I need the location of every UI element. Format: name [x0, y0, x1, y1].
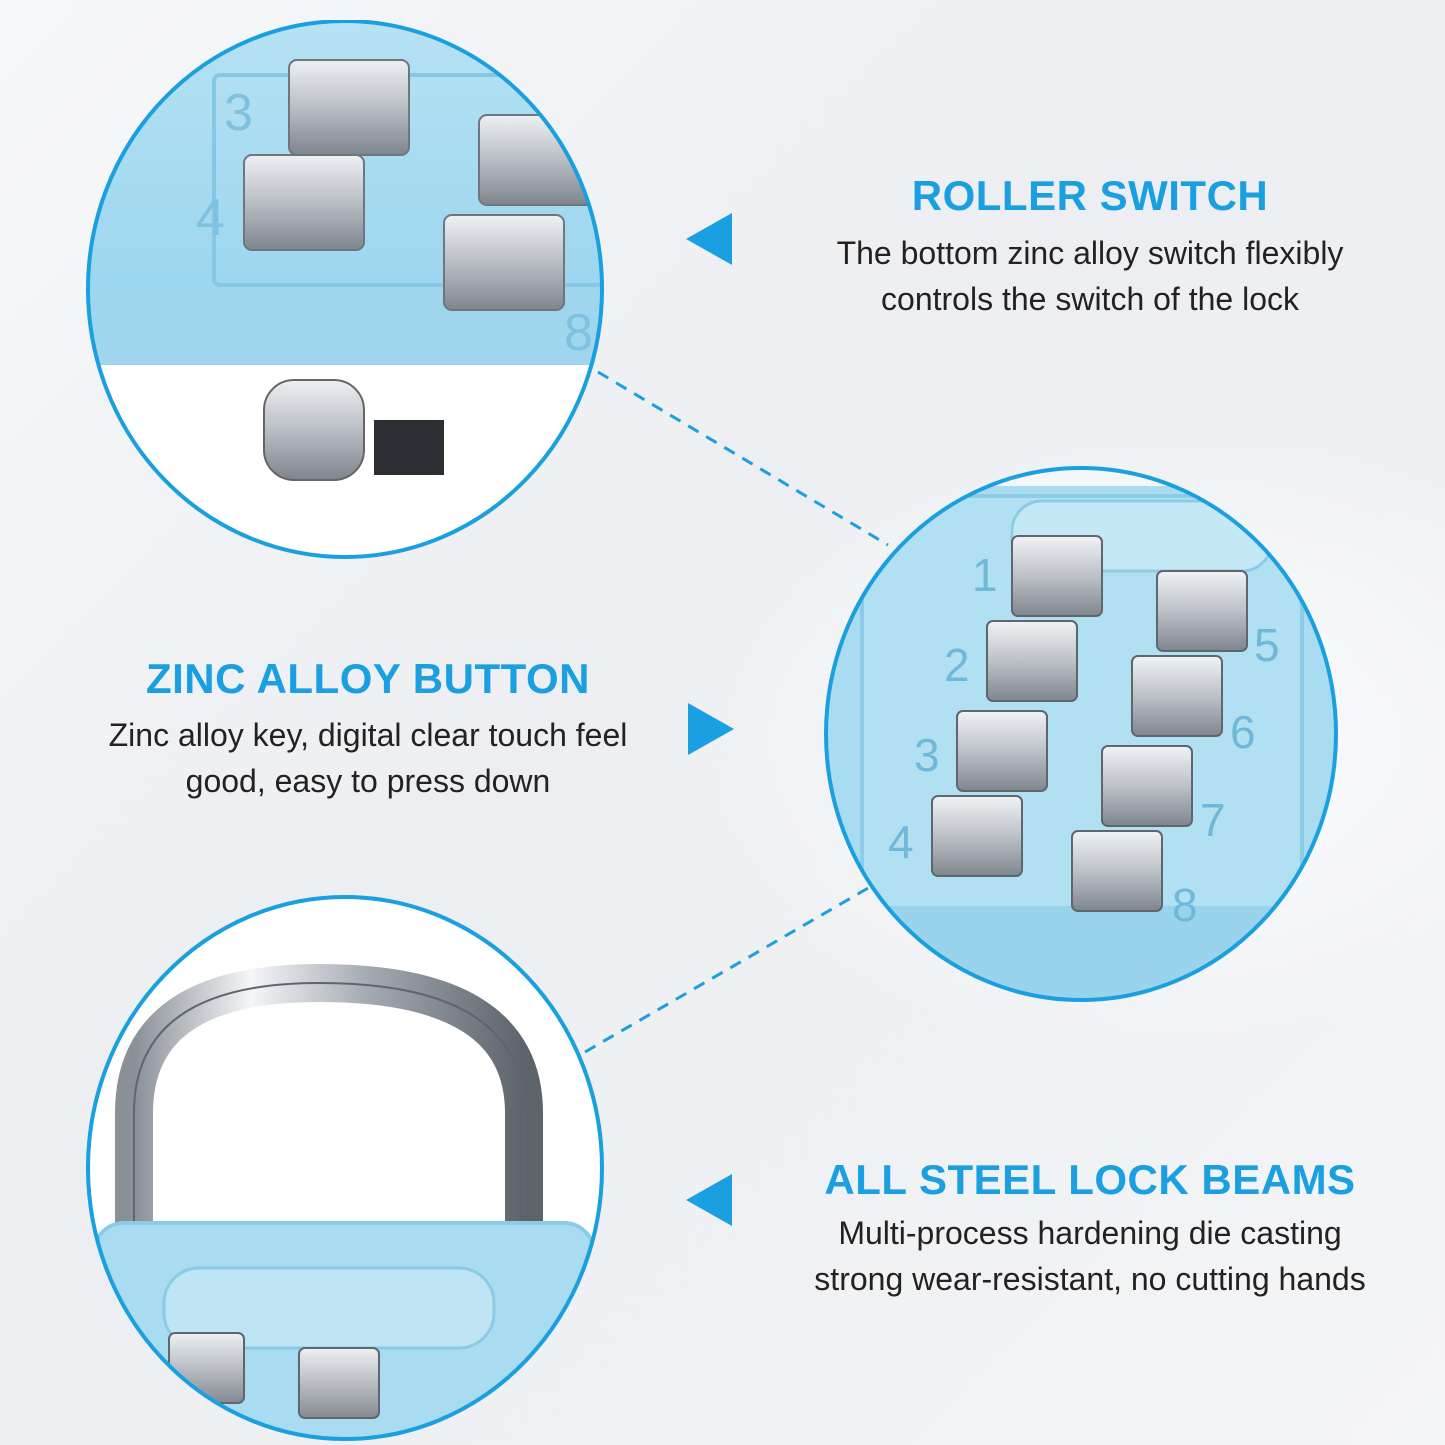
steel-button — [1131, 655, 1223, 737]
steel-button — [931, 795, 1023, 877]
digit-label: 3 — [914, 729, 940, 781]
roller-wheel — [263, 379, 365, 481]
steel-button — [298, 1347, 380, 1419]
feature-desc-steel-lock-beams: Multi-process hardening die casting stro… — [780, 1210, 1400, 1302]
right-triangle-icon — [688, 703, 734, 755]
steel-button — [168, 1332, 245, 1404]
steel-button — [1156, 570, 1248, 652]
steel-button — [1101, 745, 1193, 827]
desc-line: The bottom zinc alloy switch flexibly — [836, 235, 1344, 271]
left-triangle-icon — [686, 1174, 732, 1226]
feature-title-roller-switch: ROLLER SWITCH — [911, 172, 1269, 219]
desc-line: good, easy to press down — [185, 763, 551, 799]
desc-line: Zinc alloy key, digital clear touch feel — [108, 717, 628, 753]
steel-button — [243, 154, 365, 251]
steel-button — [443, 214, 565, 311]
steel-button — [1071, 830, 1163, 912]
digit-label: 8 — [564, 304, 593, 362]
digit-label: 8 — [1172, 879, 1198, 931]
desc-line: controls the switch of the lock — [881, 281, 1299, 317]
steel-button — [956, 710, 1048, 792]
left-triangle-icon — [686, 213, 732, 265]
roller-slot — [374, 420, 444, 475]
steel-shackle-closeup — [84, 893, 606, 1445]
digit-label: 6 — [1230, 706, 1256, 758]
steel-button — [478, 114, 600, 206]
connector-line-top — [597, 370, 889, 547]
connector-line-bottom — [584, 878, 883, 1054]
digit-label: 3 — [224, 84, 253, 142]
digit-label: 7 — [1200, 794, 1226, 846]
feature-title-steel-lock-beams: ALL STEEL LOCK BEAMS — [824, 1156, 1356, 1203]
feature-title-zinc-alloy-button: ZINC ALLOY BUTTON — [145, 655, 591, 702]
digit-label: 1 — [972, 549, 998, 601]
zinc-button-closeup: 1 2 3 4 5 6 7 8 — [822, 466, 1342, 1006]
feature-desc-zinc-alloy-button: Zinc alloy key, digital clear touch feel… — [68, 712, 668, 804]
roller-switch-closeup: 3 4 8 — [84, 20, 606, 565]
desc-line: strong wear-resistant, no cutting hands — [814, 1261, 1366, 1297]
steel-button — [288, 59, 410, 156]
steel-button — [986, 620, 1078, 702]
desc-line: Multi-process hardening die casting — [838, 1215, 1342, 1251]
feature-desc-roller-switch: The bottom zinc alloy switch flexibly co… — [790, 230, 1390, 322]
digit-label: 2 — [944, 639, 970, 691]
digit-label: 4 — [888, 816, 914, 868]
digit-label: 5 — [1254, 619, 1280, 671]
digit-label: 4 — [196, 189, 225, 247]
steel-button — [1011, 535, 1103, 617]
